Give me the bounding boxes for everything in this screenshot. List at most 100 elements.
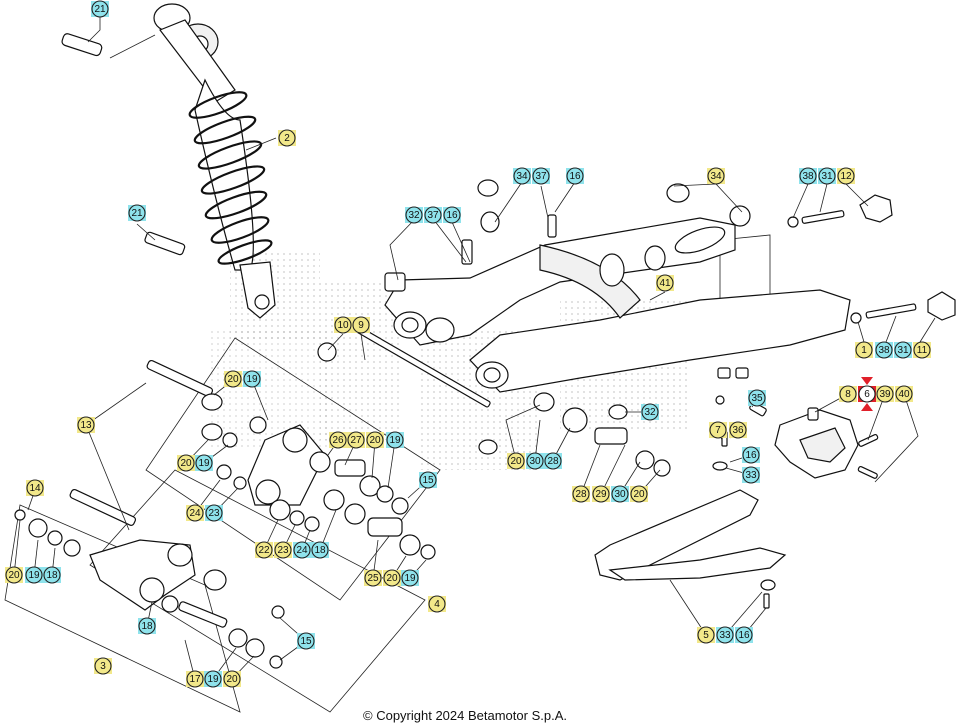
callout-label: 38 xyxy=(878,345,890,356)
callout-highlight xyxy=(913,342,931,358)
callout-highlight xyxy=(735,627,753,643)
callout-circle xyxy=(195,454,213,472)
callout-label: 5 xyxy=(703,630,709,641)
part-callout-24: 24 xyxy=(186,504,204,522)
callout-circle xyxy=(428,595,446,613)
part-callout-26: 26 xyxy=(329,431,347,449)
part-callout-16: 16 xyxy=(443,206,461,224)
part-callout-1: 1 xyxy=(855,341,873,359)
callout-label: 22 xyxy=(258,545,270,556)
callout-highlight xyxy=(311,542,329,558)
callout-label: 20 xyxy=(510,456,522,467)
callout-circle xyxy=(138,617,156,635)
callout-circle xyxy=(297,632,315,650)
part-callout-20: 20 xyxy=(383,569,401,587)
callout-label: 30 xyxy=(614,489,626,500)
part-callout-18: 18 xyxy=(311,541,329,559)
callout-circle xyxy=(274,541,292,559)
part-callout-38: 38 xyxy=(799,167,817,185)
callout-circle xyxy=(128,204,146,222)
callout-highlight xyxy=(205,505,223,521)
callout-highlight xyxy=(513,168,531,184)
part-callout-28: 28 xyxy=(572,485,590,503)
part-callout-20: 20 xyxy=(177,454,195,472)
part-callout-7: 7 xyxy=(709,421,727,439)
callout-circle xyxy=(656,274,674,292)
red-marker-icon xyxy=(861,377,873,385)
part-callout-19: 19 xyxy=(386,431,404,449)
part-callout-19: 19 xyxy=(243,370,261,388)
callout-highlight xyxy=(352,317,370,333)
callout-label: 28 xyxy=(575,489,587,500)
callout-label: 11 xyxy=(917,345,928,356)
callout-circle xyxy=(839,385,857,403)
callout-highlight xyxy=(128,205,146,221)
callout-label: 16 xyxy=(569,171,581,182)
callout-circle xyxy=(386,431,404,449)
callout-circle xyxy=(611,485,629,503)
callout-circle xyxy=(630,485,648,503)
part-callout-33: 33 xyxy=(742,466,760,484)
callout-label: 20 xyxy=(369,435,381,446)
part-callout-33: 33 xyxy=(716,626,734,644)
part-callout-31: 31 xyxy=(818,167,836,185)
copyright-notice: © Copyright 2024 Betamotor S.p.A. xyxy=(363,708,567,723)
callout-label: 36 xyxy=(732,425,744,436)
callout-circle xyxy=(709,421,727,439)
part-callout-18: 18 xyxy=(138,617,156,635)
callout-label: 23 xyxy=(208,508,220,519)
callout-highlight xyxy=(43,567,61,583)
callout-label: 37 xyxy=(427,210,439,221)
callout-label: 20 xyxy=(180,458,192,469)
callout-label: 32 xyxy=(408,210,420,221)
callout-circle xyxy=(748,389,766,407)
part-callout-34: 34 xyxy=(513,167,531,185)
callout-highlight xyxy=(223,671,241,687)
callout-label: 13 xyxy=(80,420,92,431)
callout-label: 6 xyxy=(864,389,870,400)
callout-label: 40 xyxy=(898,389,910,400)
callout-label: 26 xyxy=(332,435,344,446)
callout-circle xyxy=(224,370,242,388)
callout-label: 18 xyxy=(46,570,58,581)
callout-highlight xyxy=(630,486,648,502)
callout-label: 20 xyxy=(226,674,238,685)
callout-highlight xyxy=(26,480,44,496)
callout-circle xyxy=(507,452,525,470)
part-callout-20: 20 xyxy=(5,566,23,584)
callout-highlight xyxy=(77,417,95,433)
callout-highlight xyxy=(366,432,384,448)
callout-label: 3 xyxy=(100,661,106,672)
part-callout-35: 35 xyxy=(748,389,766,407)
callout-highlight xyxy=(364,570,382,586)
callout-highlight xyxy=(799,168,817,184)
callout-highlight xyxy=(544,453,562,469)
part-callout-20: 20 xyxy=(630,485,648,503)
part-callout-5: 5 xyxy=(697,626,715,644)
callout-highlight xyxy=(709,422,727,438)
callout-label: 19 xyxy=(198,458,210,469)
callout-highlight xyxy=(697,627,715,643)
callout-highlight xyxy=(419,472,437,488)
callout-highlight xyxy=(138,618,156,634)
part-callout-30: 30 xyxy=(526,452,544,470)
callout-highlight xyxy=(742,467,760,483)
callout-highlight xyxy=(748,390,766,406)
callout-circle xyxy=(204,670,222,688)
callout-highlight xyxy=(839,386,857,402)
callout-circle xyxy=(94,657,112,675)
callout-label: 18 xyxy=(314,545,326,556)
callout-label: 24 xyxy=(189,508,201,519)
callout-label: 21 xyxy=(131,208,143,219)
callout-highlight xyxy=(818,168,836,184)
part-callout-8: 8 xyxy=(839,385,857,403)
callout-circle xyxy=(742,466,760,484)
callout-label: 31 xyxy=(897,345,909,356)
callout-highlight xyxy=(656,275,674,291)
part-callout-19: 19 xyxy=(204,670,222,688)
part-callout-25: 25 xyxy=(364,569,382,587)
part-callout-41: 41 xyxy=(656,274,674,292)
part-callout-6: 6 xyxy=(858,377,876,411)
part-callout-20: 20 xyxy=(507,452,525,470)
callout-label: 32 xyxy=(644,407,656,418)
